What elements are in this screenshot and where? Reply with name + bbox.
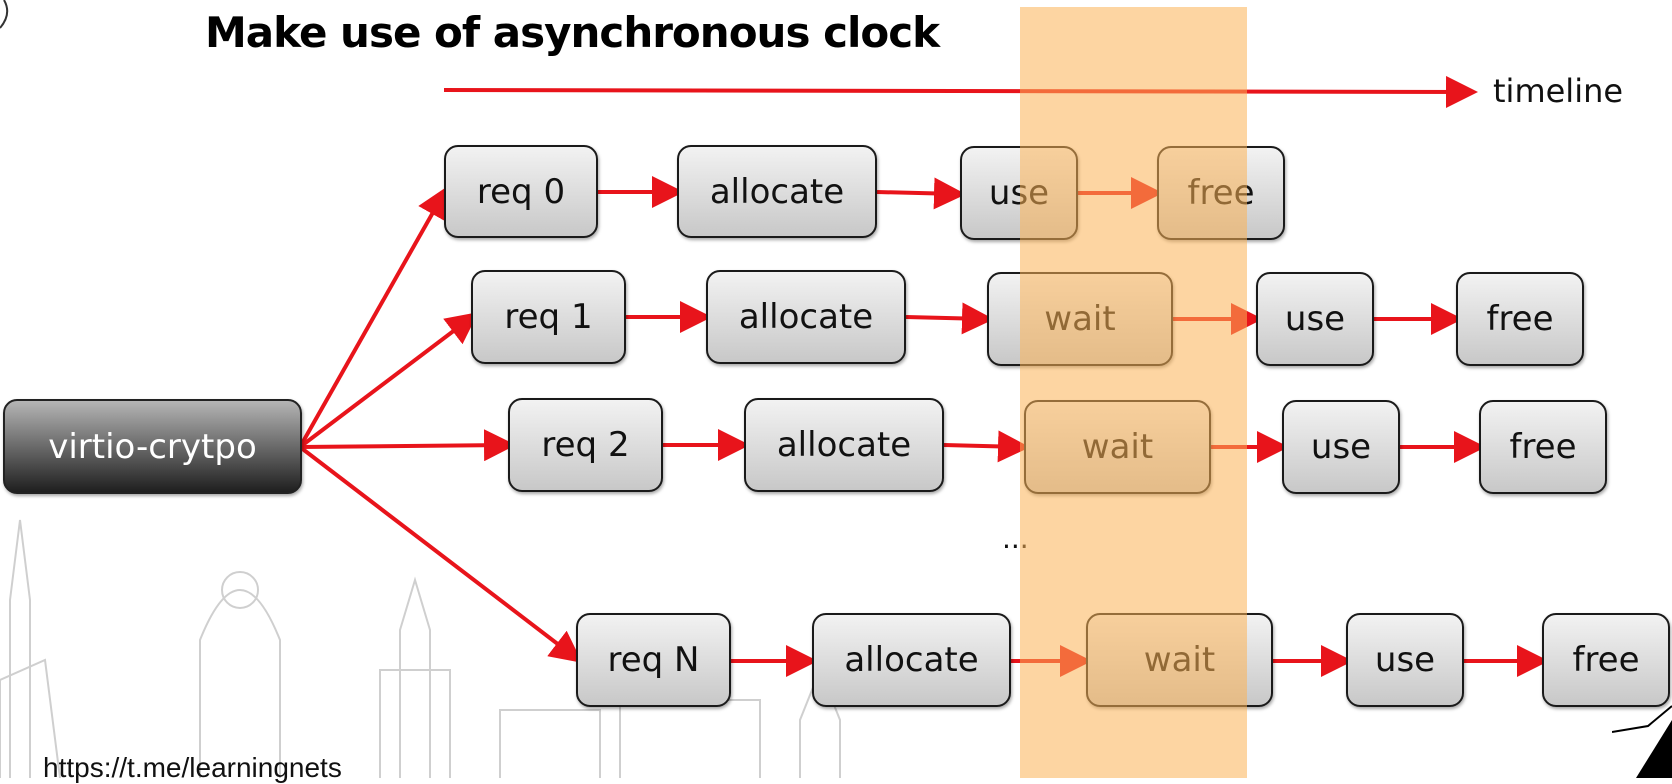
slide-title: Make use of asynchronous clock bbox=[205, 8, 940, 57]
allocate-node: allocate bbox=[706, 270, 906, 364]
virtio-crypto-node: virtio-crytpo bbox=[3, 399, 302, 494]
req-n-node: req N bbox=[576, 613, 731, 707]
timing-highlight-band bbox=[1020, 7, 1247, 778]
req-2-node: req 2 bbox=[508, 398, 663, 492]
allocate-node: allocate bbox=[677, 145, 877, 238]
free-node: free bbox=[1456, 272, 1584, 366]
req-0-node: req 0 bbox=[444, 145, 598, 238]
root-to-req2-arrow bbox=[299, 429, 516, 462]
free-node: free bbox=[1542, 613, 1670, 707]
use-node: use bbox=[1346, 613, 1464, 707]
row2-arrow bbox=[943, 430, 1030, 463]
corner-arc-decoration bbox=[0, 0, 9, 29]
row0-arrow bbox=[876, 177, 966, 210]
row1-arrow bbox=[905, 302, 994, 335]
req-1-node: req 1 bbox=[471, 270, 626, 364]
timeline-arrow bbox=[443, 75, 1478, 108]
use-node: use bbox=[1256, 272, 1374, 366]
root-to-req0-arrow bbox=[298, 186, 448, 448]
root-to-reqN-arrow bbox=[298, 445, 583, 663]
allocate-node: allocate bbox=[812, 613, 1011, 707]
use-node: use bbox=[1282, 400, 1400, 494]
root-to-req1-arrow bbox=[298, 312, 479, 449]
watermark-url: https://t.me/learningnets bbox=[43, 752, 342, 783]
corner-logo-shape bbox=[1612, 705, 1672, 778]
allocate-node: allocate bbox=[744, 398, 944, 492]
timeline-label: timeline bbox=[1493, 72, 1624, 110]
free-node: free bbox=[1479, 400, 1607, 494]
